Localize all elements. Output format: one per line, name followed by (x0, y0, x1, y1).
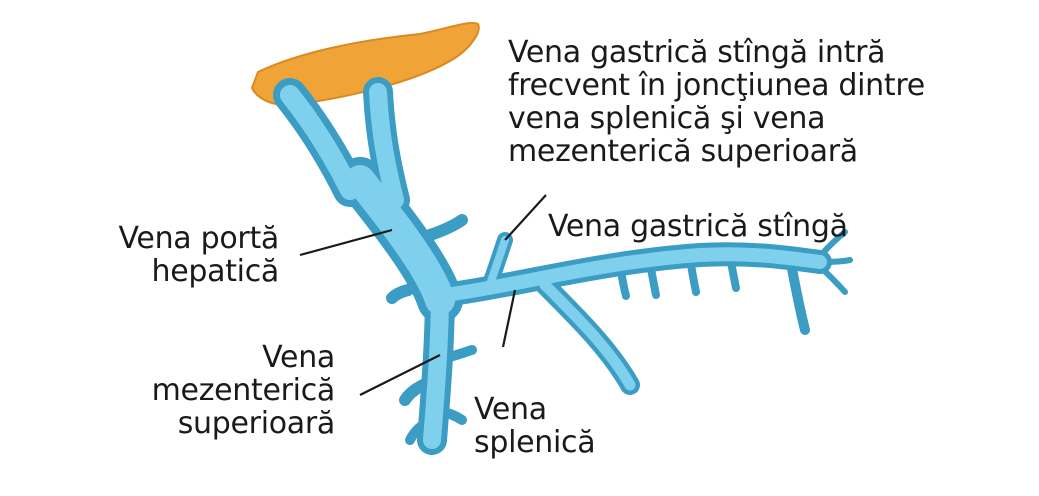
label-left-gastric-vein: Vena gastrică stîngă (548, 209, 848, 244)
side-stub-1 (424, 214, 468, 241)
leader-portal (299, 228, 393, 257)
splenic-descending-2 (785, 253, 810, 335)
side-stub-2 (386, 284, 414, 304)
leader-gastric-note (504, 194, 547, 241)
leader-lines (299, 194, 547, 396)
label-portal-vein: Vena portă hepatică (118, 221, 280, 289)
leader-splenic (501, 289, 517, 348)
label-splenic-vein: Vena splenică (474, 392, 596, 460)
leader-mesenteric (359, 354, 441, 396)
label-superior-mesenteric-vein: Vena mezenterică superioară (151, 340, 336, 441)
vein-highlights (280, 83, 827, 449)
label-note: Vena gastrică stîngă intră frecvent în j… (508, 35, 925, 169)
